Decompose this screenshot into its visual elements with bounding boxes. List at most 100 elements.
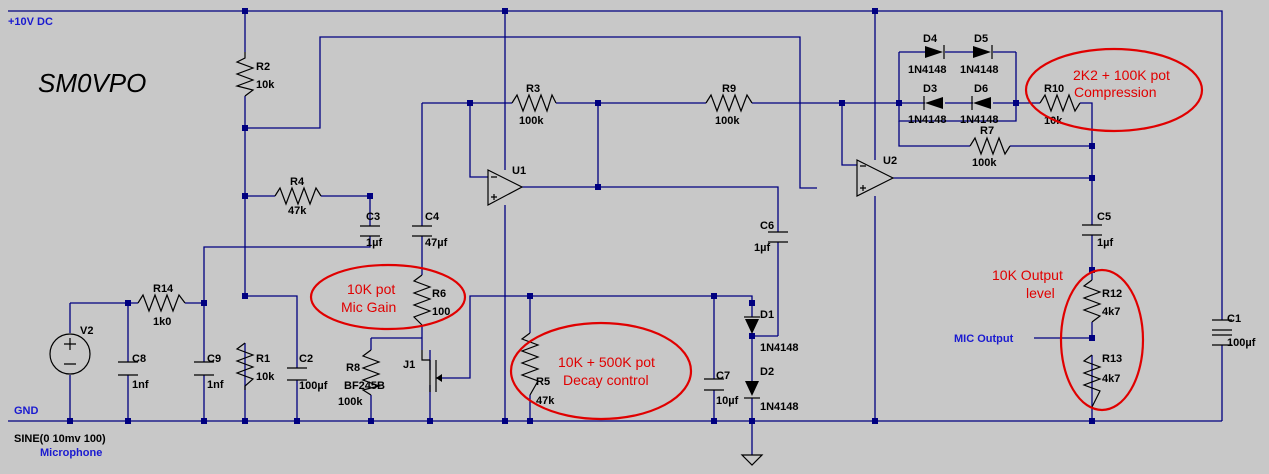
ground-symbol [740, 454, 764, 466]
c8-value: 1nf [132, 379, 149, 391]
c4-ref: C4 [425, 211, 440, 223]
r2-value: 10k [256, 79, 275, 91]
c3-ref: C3 [366, 211, 380, 223]
diode-d5: D5 1N4148 [960, 33, 999, 76]
r13-ref: R13 [1102, 353, 1122, 365]
r3-value: 100k [519, 115, 544, 127]
r5-value: 47k [536, 395, 555, 407]
source-name-label: Microphone [40, 447, 102, 459]
output-level-line-1: 10K Output [992, 267, 1063, 283]
d2-ref: D2 [760, 366, 774, 378]
capacitor-c4: C4 47µf [412, 211, 448, 249]
capacitor-c6: C6 1µf [754, 220, 788, 254]
opamp-u1: U1 [487, 165, 526, 206]
r8-value: 100k [338, 396, 363, 408]
c7-ref: C7 [716, 370, 730, 382]
voltage-source-v2: V2 [49, 325, 93, 375]
u2-ref: U2 [883, 155, 897, 167]
d4-value: 1N4148 [908, 64, 947, 76]
c1-ref: C1 [1227, 313, 1241, 325]
r7-ref: R7 [980, 125, 994, 137]
resistor-r3: R3 100k [511, 83, 557, 127]
supply-net-label: +10V DC [8, 16, 53, 28]
capacitor-c1: C1 100µf [1212, 313, 1256, 349]
decay-line-1: 10K + 500K pot [558, 354, 655, 370]
c5-value: 1µf [1097, 237, 1113, 249]
c6-value: 1µf [754, 242, 770, 254]
c3-value: 1µf [366, 237, 382, 249]
mic-gain-line-1: 10K pot [347, 281, 395, 297]
annotation-output-level: 10K Output level [992, 267, 1145, 412]
c2-value: 100µf [299, 380, 328, 392]
junction-dots [67, 8, 1095, 424]
j1-value: BF245B [344, 380, 385, 392]
r7-value: 100k [972, 157, 997, 169]
capacitor-c8: C8 1nf [118, 353, 149, 391]
r3-ref: R3 [526, 83, 540, 95]
resistor-r9: R9 100k [705, 83, 753, 127]
d6-ref: D6 [974, 83, 988, 95]
r1-value: 10k [256, 371, 275, 383]
c8-ref: C8 [132, 353, 146, 365]
d6-value: 1N4148 [960, 114, 999, 126]
r13-value: 4k7 [1102, 373, 1120, 385]
output-level-line-2: level [1026, 285, 1055, 301]
diode-d3: D3 1N4148 [908, 83, 947, 126]
ground-net-label: GND [14, 405, 39, 417]
c5-ref: C5 [1097, 211, 1111, 223]
d3-value: 1N4148 [908, 114, 947, 126]
annotation-mic-gain: 10K pot Mic Gain [309, 263, 467, 331]
capacitor-c9: C9 1nf [194, 353, 224, 391]
opamp-u2: U2 [856, 155, 897, 197]
decay-line-2: Decay control [563, 372, 649, 388]
c4-value: 47µf [425, 237, 448, 249]
r14-ref: R14 [153, 283, 174, 295]
jfet-j1: J1 BF245B [344, 350, 442, 392]
j1-ref: J1 [403, 359, 415, 371]
annotation-decay: 10K + 500K pot Decay control [509, 321, 693, 421]
r10-ref: R10 [1044, 83, 1064, 95]
r4-ref: R4 [290, 176, 305, 188]
r12-ref: R12 [1102, 288, 1122, 300]
r6-ref: R6 [432, 288, 446, 300]
d3-ref: D3 [923, 83, 937, 95]
r14-value: 1k0 [153, 316, 171, 328]
r12-value: 4k7 [1102, 306, 1120, 318]
c2-ref: C2 [299, 353, 313, 365]
diode-d1: D1 1N4148 [744, 309, 799, 354]
diode-d4: D4 1N4148 [908, 33, 947, 76]
d2-value: 1N4148 [760, 401, 799, 413]
wires [8, 10, 1223, 455]
resistor-r13: R13 4k7 [1082, 353, 1122, 408]
c1-value: 100µf [1227, 337, 1256, 349]
diode-d6: D6 1N4148 [960, 83, 999, 126]
resistor-r12: R12 4k7 [1082, 279, 1122, 323]
c6-ref: C6 [760, 220, 774, 232]
annotation-compression: 2K2 + 100K pot Compression [1024, 47, 1204, 133]
d5-value: 1N4148 [960, 64, 999, 76]
resistor-r6: R6 100 [412, 274, 450, 326]
compression-line-2: Compression [1074, 84, 1156, 100]
d5-ref: D5 [974, 33, 988, 45]
r9-ref: R9 [722, 83, 736, 95]
capacitor-c3: C3 1µf [360, 211, 382, 249]
capacitor-c2: C2 100µf [287, 353, 328, 392]
d4-ref: D4 [923, 33, 938, 45]
v2-ref: V2 [80, 325, 93, 337]
capacitor-c5: C5 1µf [1082, 211, 1113, 249]
d1-value: 1N4148 [760, 342, 799, 354]
mic-output-label: MIC Output [954, 333, 1014, 345]
r4-value: 47k [288, 205, 307, 217]
r6-value: 100 [432, 306, 450, 318]
r1-ref: R1 [256, 353, 270, 365]
r9-value: 100k [715, 115, 740, 127]
resistor-r14: R14 1k0 [137, 283, 186, 328]
c9-ref: C9 [207, 353, 221, 365]
d1-ref: D1 [760, 309, 774, 321]
c9-value: 1nf [207, 379, 224, 391]
mic-gain-line-2: Mic Gain [341, 299, 396, 315]
c7-value: 10µf [716, 395, 739, 407]
resistor-r4: R4 47k [274, 176, 322, 217]
resistor-r8: R8 100k [338, 349, 382, 408]
source-spec-label: SINE(0 10mv 100) [14, 433, 106, 445]
